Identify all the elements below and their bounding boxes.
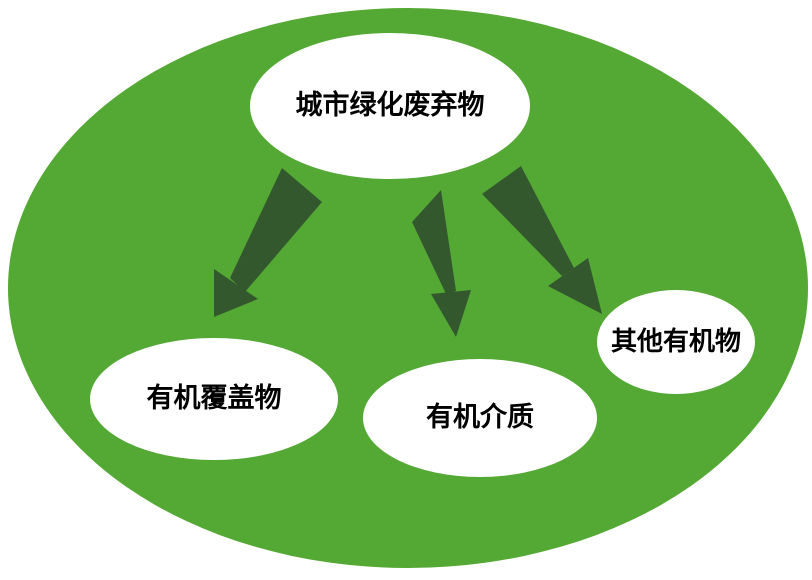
arrow-root-to-left-body [230, 168, 322, 292]
node-right-ellipse [597, 290, 755, 394]
arrow-root-to-left-head [214, 269, 258, 317]
arrow-root-to-left [214, 168, 322, 317]
arrow-root-to-right-head [548, 258, 602, 314]
arrow-root-to-right [482, 166, 602, 314]
arrow-root-to-middle-head [431, 290, 471, 337]
node-middle-ellipse [363, 359, 597, 477]
arrow-root-to-right-body [482, 166, 574, 276]
node-root-ellipse [250, 33, 530, 179]
arrow-root-to-middle-body [412, 190, 456, 294]
node-left-ellipse [90, 338, 338, 460]
arrow-root-to-middle [412, 190, 471, 337]
